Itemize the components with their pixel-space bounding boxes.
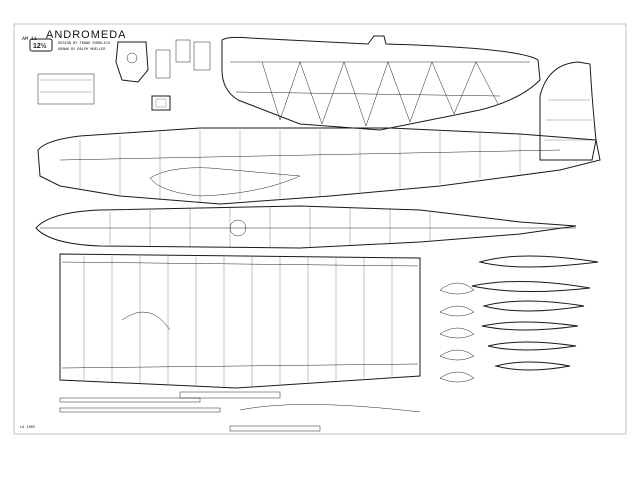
scale-badge-frame: [29, 38, 53, 52]
sheet-border: [13, 23, 627, 435]
sheet-number: AM 11: [22, 36, 37, 42]
rib-templates: [439, 255, 599, 383]
footer-note: LA 1005: [20, 426, 35, 430]
detail-box: [37, 73, 95, 105]
title-block: AM 11 ANDROMEDA 12½ DESIGN BY FRANK EHRH…: [22, 29, 127, 52]
small-parts: [115, 39, 211, 111]
stabilizer-plan: [221, 35, 541, 131]
fuselage-side-view: [37, 127, 601, 205]
scale-badge: 12½: [33, 42, 47, 50]
wing-plan: [59, 253, 421, 389]
strip-parts: [59, 391, 421, 432]
fin-plan: [539, 61, 597, 161]
fuselage-top-view: [35, 205, 577, 249]
plan-title: ANDROMEDA: [46, 29, 127, 41]
designer-line: DESIGN BY FRANK EHRHLICH: [58, 42, 110, 46]
drafter-line: DRAWN BY RALPH MUELLER: [58, 48, 106, 52]
